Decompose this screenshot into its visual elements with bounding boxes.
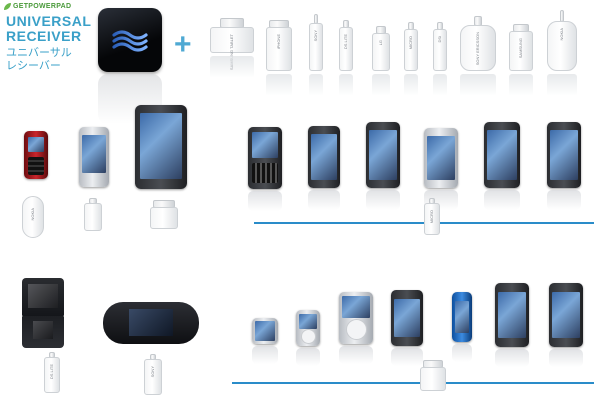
tip-lg-white <box>84 198 102 234</box>
tip-nokia-white: NOKIA <box>22 196 44 240</box>
tip-dsi-label: DSi <box>437 36 442 43</box>
tip-sony-ericsson: SONY ERICSSON <box>460 16 496 102</box>
product-title: UNIVERSAL RECEIVER <box>6 14 91 44</box>
iphone-3gs <box>495 283 529 367</box>
plus-icon: + <box>174 28 192 61</box>
tip-lg-label: LG <box>378 40 383 46</box>
samsung-tablet <box>135 105 187 189</box>
product-title-line2: RECEIVER <box>6 28 82 44</box>
nokia-n8-phone <box>424 128 458 210</box>
universal-receiver-pad <box>98 8 162 72</box>
tip-sony-ericsson-label: SONY ERICSSON <box>475 32 480 66</box>
ipod-nano-5g-blue <box>452 292 472 362</box>
product-subtitle-jp: ユニバーサル レシーバー <box>6 47 72 73</box>
tip-sony: SONY <box>309 14 323 102</box>
tip-ds-lite: DS LITE <box>44 352 60 396</box>
nintendo-ds-base <box>22 316 64 348</box>
tip-micro: MICRO <box>404 22 418 102</box>
ipod-touch <box>391 290 423 366</box>
tip-nokia-label: NOKIA <box>559 28 564 41</box>
tip-samsung-tablet-white <box>150 200 178 232</box>
iphone-4 <box>549 283 583 367</box>
ipod-nano-6g <box>252 318 278 364</box>
blackberry-phone <box>248 127 282 211</box>
tip-samsung-tablet: SAMSUNG TABLET <box>210 18 254 84</box>
ipod-classic <box>339 292 373 364</box>
tip-iphone-dock-label: iPHONE <box>276 34 281 50</box>
sony-psp <box>103 302 199 344</box>
tip-lg: LG <box>372 26 390 102</box>
product-subtitle-jp-line1: ユニバーサル <box>6 47 72 59</box>
tip-iphone-dock-apple <box>420 360 446 394</box>
tip-ds-lite-label: DS LITE <box>343 34 348 50</box>
tip-ds-lite: DS LITE <box>339 20 353 102</box>
lg-phone <box>79 127 109 187</box>
motorola-droid-phone <box>308 126 340 210</box>
brand-logo-text: GETPOWERPAD <box>13 3 72 10</box>
nokia-phone <box>24 131 48 179</box>
wave-logo-icon <box>112 30 148 52</box>
product-title-line1: UNIVERSAL <box>6 13 92 29</box>
tip-sony-label: SONY <box>150 366 155 378</box>
samsung-galaxy-phone <box>366 122 400 210</box>
tip-sony-label: SONY <box>313 30 318 42</box>
apple-connector-line <box>232 382 594 384</box>
tip-micro-label: MICRO <box>408 36 413 50</box>
sony-ericsson-phone <box>547 122 581 210</box>
product-subtitle-jp-line2: レシーバー <box>6 60 61 72</box>
nintendo-ds-lid <box>22 278 64 316</box>
htc-hd2-phone <box>484 122 520 210</box>
tip-dsi: DSi <box>433 22 447 102</box>
tip-samsung-label: SAMSUNG <box>518 38 523 59</box>
tip-ds-lite-label: DS LITE <box>49 364 54 380</box>
tip-samsung: SAMSUNG <box>509 24 533 102</box>
tip-micro-smartphones: MICRO <box>424 198 440 238</box>
ipod-nano-3g <box>296 310 320 366</box>
leaf-icon <box>4 3 11 10</box>
tip-iphone-dock: iPHONE <box>266 20 292 102</box>
tip-nokia: NOKIA <box>547 10 577 102</box>
brand-logo: GETPOWERPAD <box>4 3 71 10</box>
tip-sony-psp: SONY <box>144 354 162 398</box>
tip-micro-label: MICRO <box>429 210 434 224</box>
